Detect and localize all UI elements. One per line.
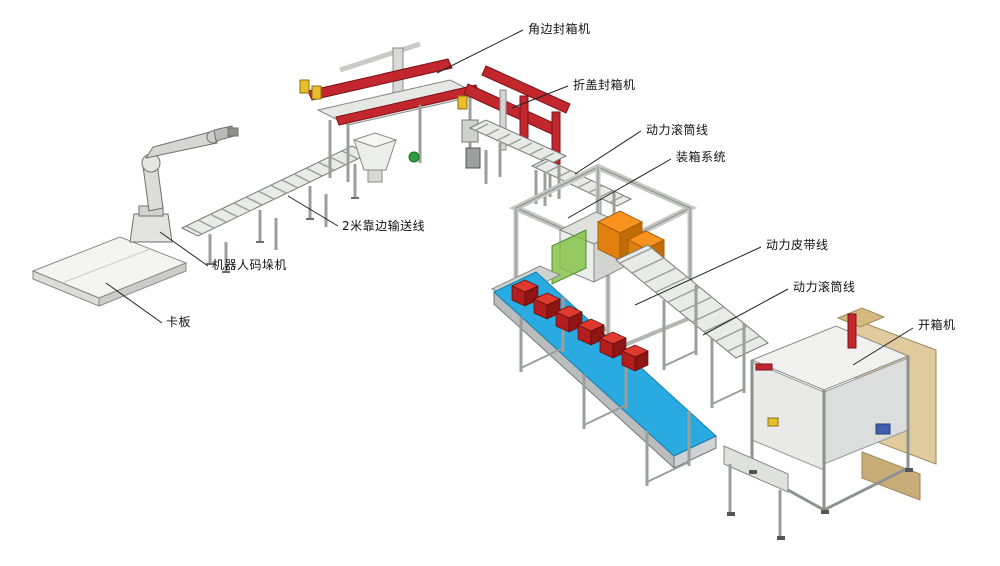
label-pallet: 卡板 — [166, 315, 192, 329]
robot-upper-arm — [144, 130, 218, 159]
label-case-erector: 开箱机 — [918, 318, 956, 332]
case-erector-red-bar — [755, 363, 773, 371]
corner-sealer-top-beam — [339, 41, 421, 73]
edge-conveyor-graphic — [180, 145, 370, 273]
label-flap-sealer: 折盖封箱机 — [573, 78, 636, 92]
pallet-slot-line — [61, 248, 151, 284]
flap-sealer-graphic — [463, 65, 571, 204]
roller-line-1-graphic — [530, 158, 633, 232]
robot-palletizer-graphic — [129, 125, 239, 243]
flap-sealer-red-beam-top — [481, 65, 571, 114]
corner-sealer-graphic — [299, 41, 482, 183]
roller-line-2-graphic — [615, 244, 769, 408]
corner-sealer-yellow-cylinder-1 — [299, 79, 310, 94]
case-erector-cardboard-blank — [836, 307, 886, 328]
flap-sealer-rollers — [473, 123, 555, 161]
label-belt-line: 动力皮带线 — [766, 238, 829, 252]
case-erector-casters — [727, 468, 913, 540]
corner-sealer-yellow-cylinder-3 — [457, 95, 468, 110]
corner-sealer-red-rail-1 — [307, 58, 453, 101]
belt-line-red-boxes — [511, 279, 649, 372]
corner-sealer-yellow-cylinder-2 — [311, 85, 322, 100]
edge-conveyor-legs — [208, 164, 357, 272]
label-packing-system: 装箱系统 — [676, 150, 727, 164]
robot-gripper-tool — [227, 127, 239, 137]
label-roller-line-1: 动力滚筒线 — [646, 123, 709, 137]
label-corner-sealer: 角边封箱机 — [528, 22, 591, 36]
leader-packing-system — [567, 158, 672, 219]
leader-case-erector — [852, 327, 914, 366]
edge-conveyor-rollers — [185, 150, 359, 235]
robot-base — [129, 213, 173, 243]
case-erector-yellow-unit — [767, 417, 779, 427]
label-edge-conveyor: 2米靠边输送线 — [342, 219, 426, 233]
corner-sealer-hopper-rim — [352, 132, 398, 148]
roller-line-2-legs — [662, 285, 746, 408]
corner-sealer-hopper-base — [367, 169, 383, 183]
roller-line-2-leg-braces — [663, 350, 745, 405]
flap-sealer-legs — [484, 143, 552, 204]
case-erector-blue-unit — [875, 423, 891, 435]
case-erector-frame-posts — [750, 356, 910, 510]
belt-line-graphic — [493, 271, 717, 486]
leader-roller-line-2 — [702, 288, 789, 336]
corner-sealer-green-badge — [408, 151, 420, 163]
leader-belt-line — [634, 246, 762, 306]
pallet-front-edge — [98, 262, 187, 307]
case-erector-ramp — [723, 445, 789, 493]
edge-conveyor-feet — [206, 197, 359, 273]
flap-sealer-gray-column — [499, 89, 507, 151]
label-roller-line-2: 动力滚筒线 — [793, 280, 856, 294]
pallet-graphic — [31, 236, 188, 307]
belt-line-leg-braces — [520, 347, 690, 483]
leader-roller-line-1 — [574, 130, 642, 175]
leader-robot-palletizer — [159, 231, 209, 267]
leader-lines — [105, 29, 914, 366]
case-erector-red-actuator — [847, 313, 857, 349]
case-erector-ramp-legs — [728, 464, 782, 536]
label-robot-palletizer: 机器人码垛机 — [212, 258, 288, 272]
leader-corner-sealer — [436, 29, 524, 74]
leader-edge-conveyor — [287, 195, 339, 227]
corner-sealer-legs — [328, 95, 472, 182]
case-erector-graphic — [723, 307, 937, 540]
leader-flap-sealer — [511, 85, 569, 109]
roller-line-1-legs — [543, 165, 616, 232]
leader-pallet — [105, 282, 163, 324]
flap-sealer-control-panel — [465, 147, 481, 169]
